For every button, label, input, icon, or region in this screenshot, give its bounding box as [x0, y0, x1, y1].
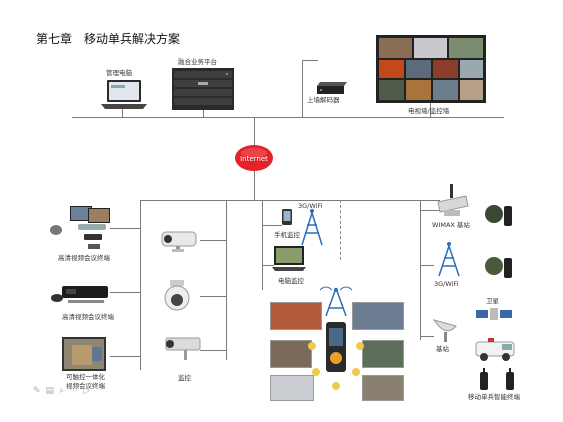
mobile-monitor-label: 手机监控 — [274, 231, 300, 239]
camera-h-1 — [200, 240, 227, 241]
tv-wall-icon — [376, 35, 486, 103]
left-branch-line — [140, 200, 141, 370]
mid-h-1 — [262, 225, 282, 226]
scene-photo-3 — [270, 340, 312, 368]
decoder-link-line — [302, 60, 318, 61]
right-branch-line — [420, 200, 421, 340]
left-h-3 — [110, 356, 141, 357]
video-conference-icon-2 — [51, 286, 108, 303]
trunk-top-line — [254, 117, 255, 154]
decoder-icon — [317, 82, 347, 94]
satellite-icon — [476, 308, 512, 320]
top-bus-line — [72, 117, 504, 118]
dome-camera-icon — [164, 280, 190, 311]
internet-label: Internet — [240, 155, 268, 163]
camera-branch-line — [226, 200, 227, 360]
pc-monitor-icon — [272, 246, 306, 271]
touch-terminal-icon — [62, 337, 106, 371]
right-h-3 — [420, 336, 434, 337]
soldier-terminal-icon-1 — [485, 205, 512, 226]
decoder-label: 上墙解码器 — [307, 96, 340, 104]
wifi-label: 3G/WiFi — [434, 280, 459, 288]
pc-label: 管理电脑 — [106, 69, 132, 77]
server-icon — [172, 68, 234, 110]
scene-photo-5 — [270, 375, 314, 401]
monitor-label: 监控 — [178, 374, 191, 382]
box-camera-icon — [165, 337, 201, 360]
phone-icon — [282, 209, 292, 225]
right-h-2 — [420, 265, 434, 266]
satellite-label: 卫星 — [486, 297, 499, 305]
radio-terminal-icon-2 — [506, 368, 514, 390]
wimax-basestation-icon — [437, 184, 469, 216]
touch-terminal-label-2: 视频会议终端 — [66, 382, 105, 390]
handheld-terminal-icon — [308, 286, 364, 390]
page-title: 第七章 移动单兵解决方案 — [36, 32, 181, 46]
scene-photo-2 — [352, 302, 404, 330]
left-h-2 — [110, 292, 141, 293]
signal-tower-icon-mid — [301, 209, 323, 246]
tvwall-label: 电视墙/监控墙 — [408, 107, 450, 115]
scene-photo-1 — [270, 302, 322, 330]
hd-conf-label-2: 高清视频会议终端 — [62, 313, 114, 321]
touch-terminal-label-1: 可触控一体化 — [66, 373, 105, 381]
radio-terminal-icon-1 — [480, 368, 488, 390]
base-label: 基站 — [436, 345, 449, 353]
command-vehicle-icon — [475, 338, 515, 361]
soldier-terminal-icon-2 — [485, 257, 512, 278]
bottom-bus-line — [140, 200, 440, 201]
pc-monitor-label: 电脑监控 — [278, 277, 304, 285]
platform-label: 融合业务平台 — [178, 58, 217, 66]
laptop-icon — [101, 80, 147, 109]
mid-h-2 — [262, 265, 274, 266]
bullet-camera-icon — [161, 231, 197, 252]
mid-branch-line — [262, 200, 263, 290]
hd-conf-label-1: 高清视频会议终端 — [58, 254, 110, 262]
next-icon[interactable]: ▷ — [83, 386, 91, 396]
zoom-icon[interactable]: ⌕ — [59, 386, 65, 396]
internet-node: Internet — [235, 145, 273, 171]
left-h-1 — [110, 228, 141, 229]
camera-h-2 — [200, 296, 227, 297]
video-conference-icon-1 — [50, 206, 110, 249]
signal-tower-icon-right — [438, 242, 460, 277]
wimax-label: WIMAX 基站 — [432, 221, 470, 229]
slide-toolbar: ✎ ▤ ⌕ ⋯ ▷ — [33, 386, 90, 396]
trunk-bottom-line — [254, 170, 255, 200]
pen-icon[interactable]: ✎ — [33, 386, 41, 396]
tvwall-drop-line — [430, 103, 431, 118]
wifi-tag-label: 3G/WiFi — [298, 202, 323, 210]
pc-drop-line — [122, 108, 123, 118]
satellite-dish-icon — [432, 319, 457, 342]
platform-drop-line — [203, 110, 204, 118]
decoder-drop-line — [302, 60, 303, 118]
right-h-1 — [420, 210, 440, 211]
slides-icon[interactable]: ▤ — [45, 386, 55, 396]
camera-h-3 — [200, 350, 227, 351]
mid-dashed-link — [340, 200, 341, 260]
scene-photo-6 — [362, 375, 404, 401]
options-icon[interactable]: ⋯ — [69, 386, 79, 396]
scene-photo-4 — [362, 340, 404, 368]
terminal-label: 移动单兵智能终端 — [468, 393, 520, 401]
